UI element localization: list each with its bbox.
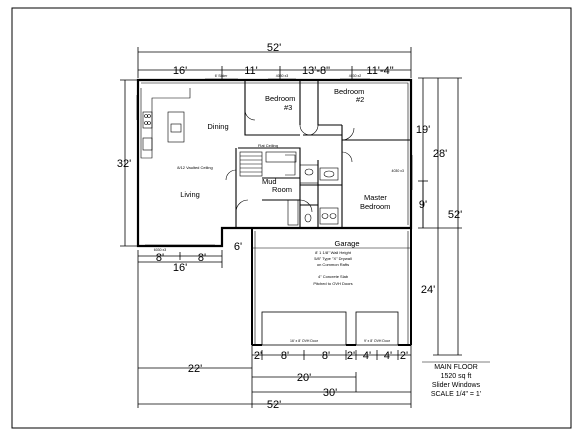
master-line2: Bedroom [360,202,390,211]
room-garage: Garage [334,239,359,248]
kitchen-fixtures [140,88,191,159]
dim-bottom-4a: 4' [363,350,371,362]
window-marks [136,78,413,246]
dim-top-11: 11' [244,65,258,77]
dim-left-6: 6' [234,241,242,253]
mud-room-line1: Mud [262,177,277,186]
garage-doors [261,311,399,346]
note-vaulted-ceiling: 8/12 Vaulted Ceiling [177,165,213,170]
caption-main-floor: MAIN FLOOR [434,364,478,371]
dim-bottom-20: 20' [297,372,311,384]
dim-top-16: 16' [173,65,187,77]
master-line1: Master [364,193,387,202]
dimension-lines [120,47,462,408]
note-window-5: 6030 x3 [154,248,167,252]
dim-right-24: 24' [421,284,435,296]
dim-bottom-2a: 2' [254,350,262,362]
dimension-labels: 52' 16' 11' 13'-8" 11'-4" 19' 28' 9' 52'… [117,42,462,411]
note-drywall: 5/8" Type "X" Drywall [314,256,352,261]
caption-area: 1520 sq ft [441,373,472,380]
bedroom-3-line2: #3 [284,103,292,112]
bedroom-3-line1: Bedroom [265,94,295,103]
dim-bottom-2b: 2' [347,350,355,362]
door-swings [225,109,355,213]
room-living: Living [180,190,200,199]
dim-bottom-8b: 8' [322,350,330,362]
exterior-walls [136,78,413,346]
caption-scale: SCALE 1/4" = 1' [431,391,481,398]
caption-windows: Slider Windows [432,382,481,389]
note-ovh-door-1: 16' x 8' OVH Door [290,339,319,343]
note-wall-height: 8' 1 1/8" Wall Height [315,250,352,255]
dim-left-8a: 8' [156,252,164,264]
dim-top-13-8: 13'-8" [302,65,330,77]
note-window-3: 4030 x2 [349,74,362,78]
dim-right-9: 9' [419,199,427,211]
dim-bottom-8a: 8' [281,350,289,362]
room-dining: Dining [207,122,228,131]
bedroom-2-line2: #2 [356,95,364,104]
dim-bottom-52: 52' [267,399,281,411]
plan-caption: MAIN FLOOR 1520 sq ft Slider Windows SCA… [422,361,490,398]
bath-fixtures [287,164,339,226]
room-labels: Bedroom #3 Bedroom #2 Dining Living Mud … [180,87,390,248]
note-ovh-door-2: 9' x 8' OVH Door [364,339,391,343]
dim-left-16: 16' [173,262,187,274]
note-flat-ceiling: Flat Ceiling [258,143,278,148]
plan-annotations: 8/12 Vaulted Ceiling Flat Ceiling 8' 1 1… [154,74,404,343]
dim-right-19: 19' [416,124,430,136]
dim-bottom-4b: 4' [384,350,392,362]
dim-bottom-22: 22' [188,363,202,375]
dim-left-8b: 8' [198,252,206,264]
room-mud-room: Mud Room [262,177,292,194]
dim-right-52: 52' [448,209,462,221]
sheet-border [11,7,572,429]
stairs [239,151,297,177]
mud-room-line2: Room [272,185,292,194]
room-bedroom-2: Bedroom #2 [334,87,367,104]
dim-top-overall: 52' [267,42,281,54]
bedroom-2-line1: Bedroom [334,87,364,96]
dim-left-32: 32' [117,158,131,170]
dim-bottom-2c: 2' [400,350,408,362]
note-window-1: 6' Slider [215,74,228,78]
dim-right-28: 28' [433,148,447,160]
dim-top-11-4: 11'-4" [366,65,393,77]
note-window-4: 4030 x3 [392,169,405,173]
room-master-bedroom: Master Bedroom [360,193,390,211]
dim-bottom-30: 30' [323,387,337,399]
note-pitched: Pitched to OVH Doors [313,281,352,286]
note-slab: 4" Concrete Slab [318,274,349,279]
room-bedroom-3: Bedroom #3 [265,94,298,112]
note-rafters: on Common Rafts [317,262,349,267]
note-window-2: 4030 x3 [276,74,289,78]
